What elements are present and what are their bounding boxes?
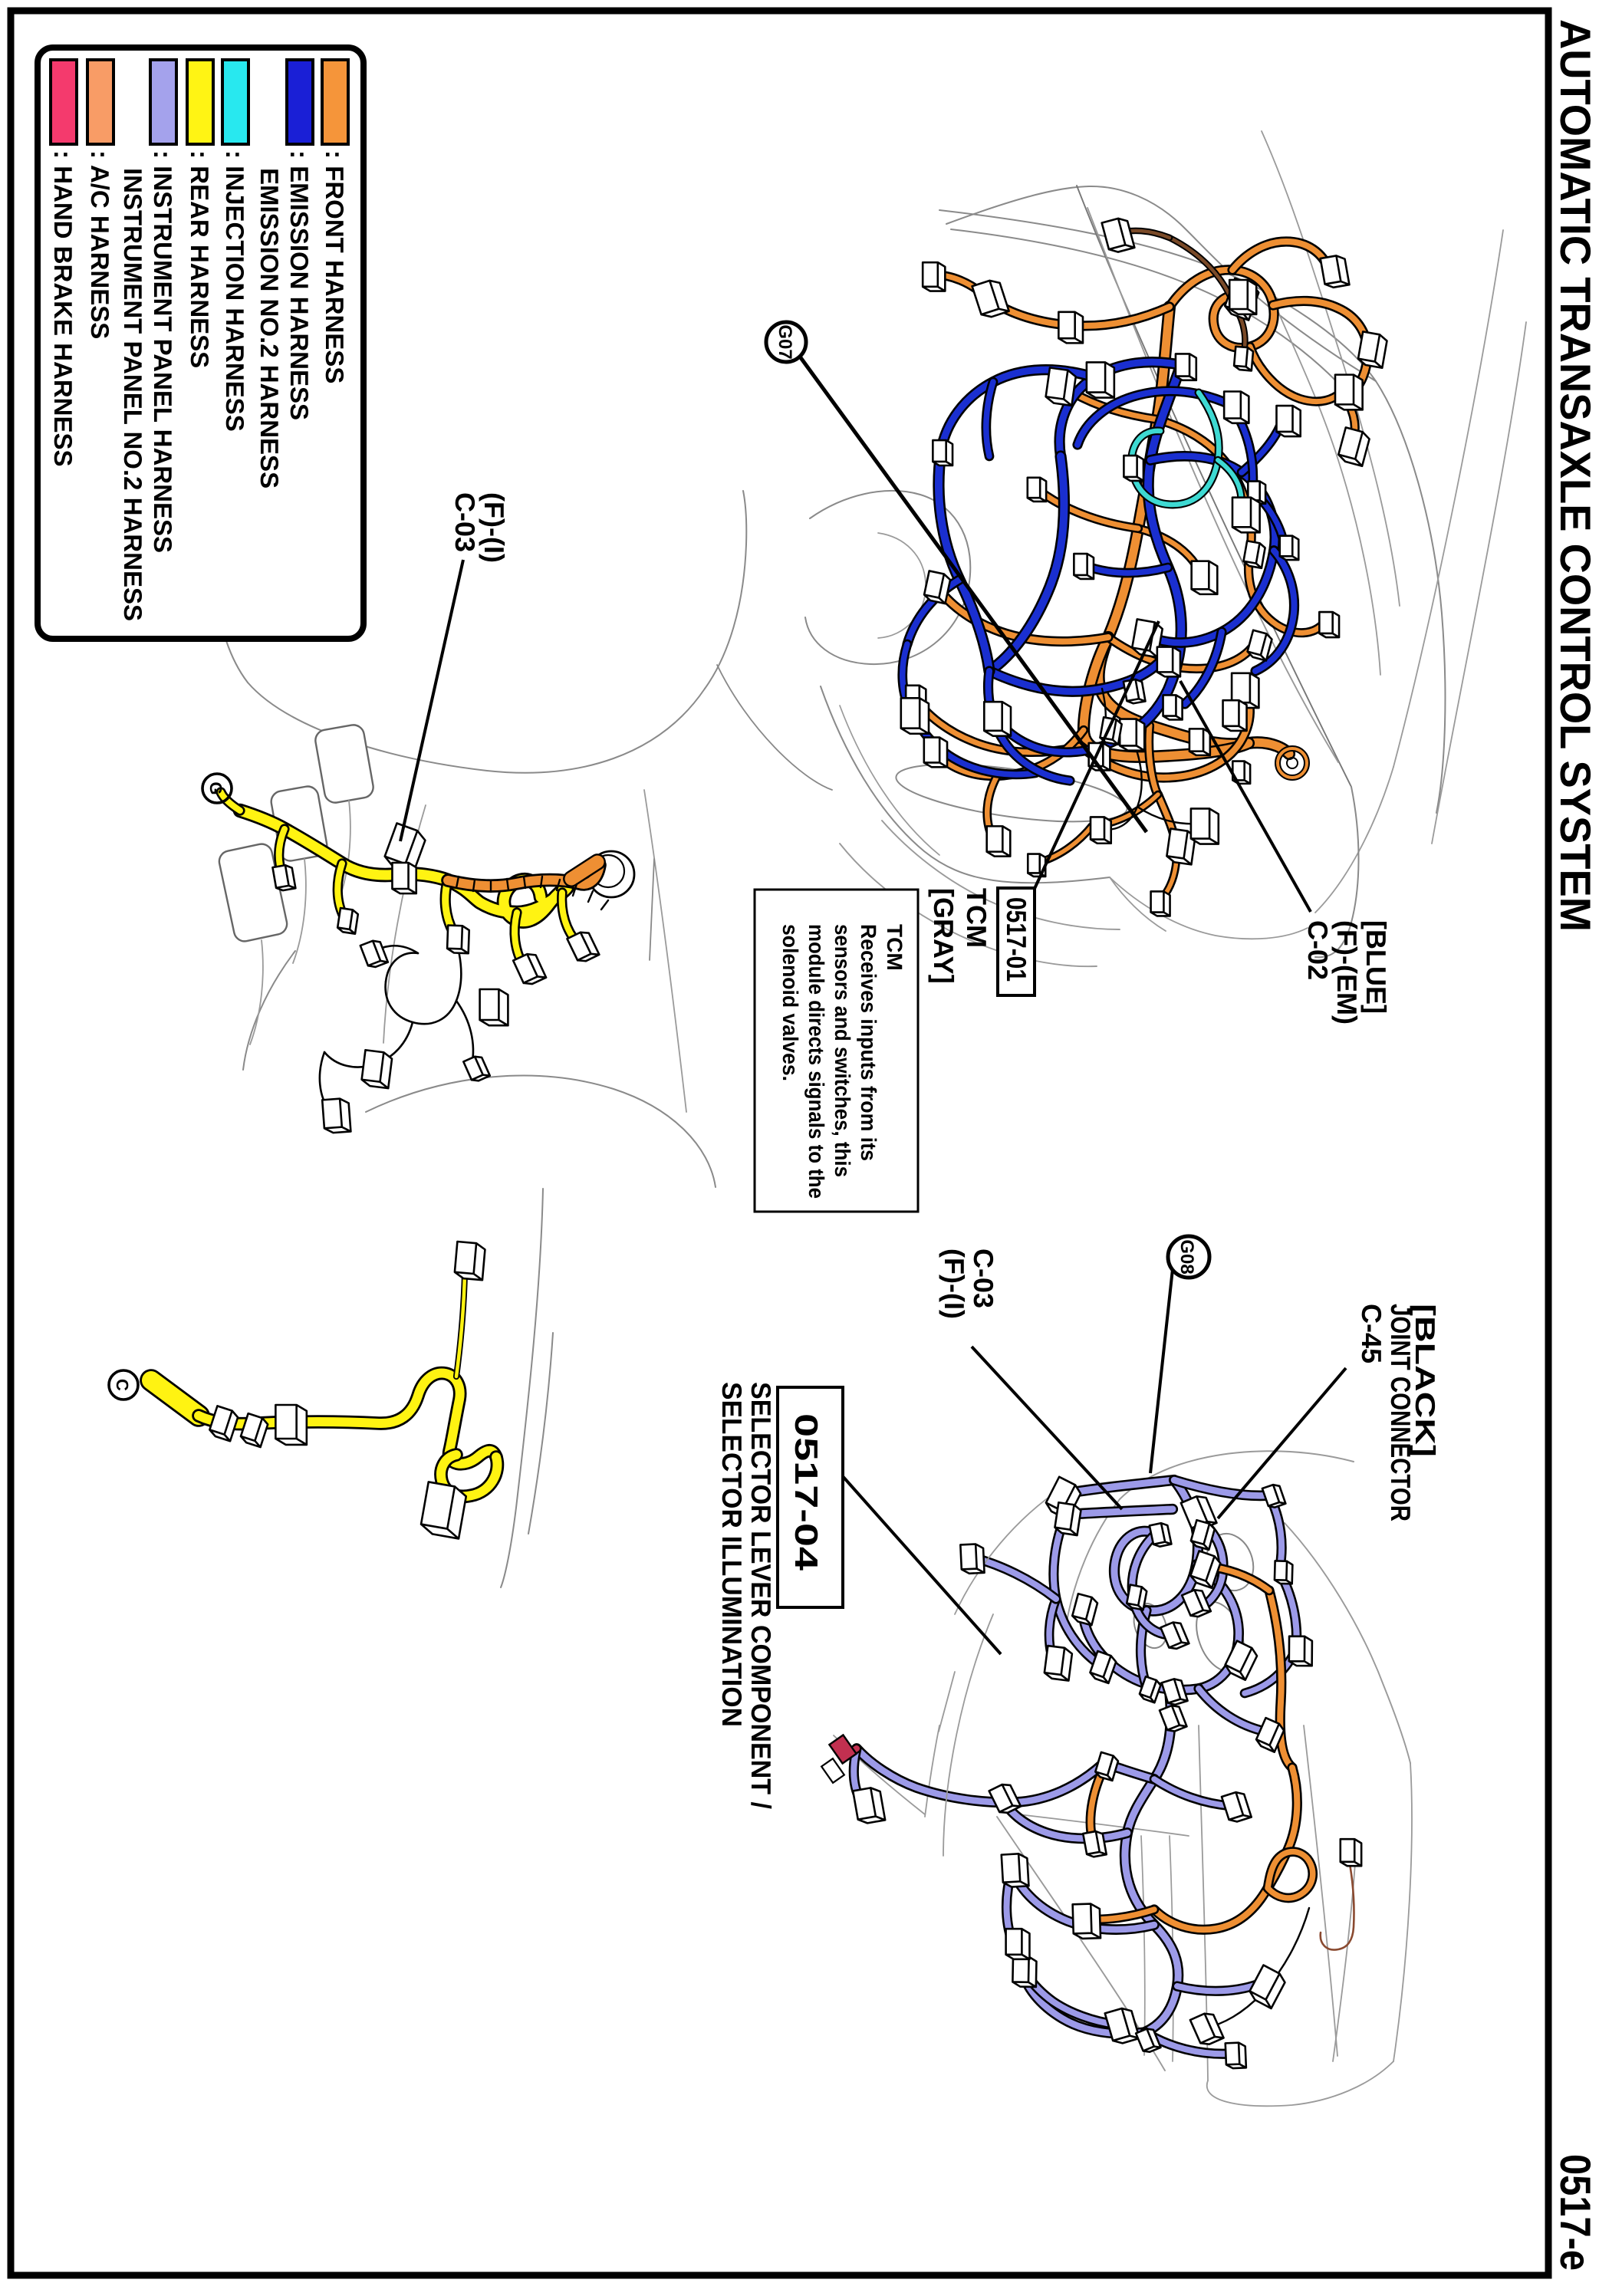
svg-text:G: G bbox=[206, 781, 225, 794]
svg-text:solenoid valves.: solenoid valves. bbox=[778, 924, 802, 1081]
svg-text:[BLUE]: [BLUE] bbox=[1360, 920, 1392, 1014]
svg-text:0517-01: 0517-01 bbox=[1001, 897, 1032, 982]
svg-text:SELECTOR LEVER COMPONENT /: SELECTOR LEVER COMPONENT / bbox=[745, 1382, 777, 1809]
svg-text:: A/C HARNESS: : A/C HARNESS bbox=[86, 150, 114, 339]
svg-text:: INSTRUMENT PANEL HARNESS: : INSTRUMENT PANEL HARNESS bbox=[149, 150, 177, 553]
svg-text:sensors and switches, this: sensors and switches, this bbox=[831, 924, 854, 1177]
svg-text:TCM: TCM bbox=[961, 888, 992, 948]
svg-text:C-03: C-03 bbox=[968, 1248, 999, 1308]
svg-text:0517-e: 0517-e bbox=[1551, 2154, 1599, 2271]
svg-text:C-03: C-03 bbox=[449, 492, 481, 552]
svg-text:AUTOMATIC TRANSAXLE CONTROL SY: AUTOMATIC TRANSAXLE CONTROL SYSTEM bbox=[1551, 19, 1599, 932]
svg-text:INSTRUMENT PANEL NO.2 HARNESS: INSTRUMENT PANEL NO.2 HARNESS bbox=[119, 168, 147, 621]
svg-text:G08: G08 bbox=[1176, 1239, 1197, 1274]
svg-text:: INJECTION HARNESS: : INJECTION HARNESS bbox=[221, 150, 249, 432]
svg-text:[BLACK]: [BLACK] bbox=[1410, 1304, 1441, 1457]
svg-text:TCM: TCM bbox=[883, 924, 906, 971]
svg-text:C-45: C-45 bbox=[1356, 1304, 1387, 1363]
svg-text:: EMISSION HARNESS: : EMISSION HARNESS bbox=[285, 150, 314, 420]
svg-text:module directs signals to the: module directs signals to the bbox=[804, 924, 828, 1199]
svg-text:G07: G07 bbox=[775, 324, 795, 359]
svg-text:(F)-(I): (F)-(I) bbox=[479, 492, 510, 563]
svg-text:0517-04: 0517-04 bbox=[788, 1413, 824, 1571]
svg-text:C-02: C-02 bbox=[1302, 920, 1334, 980]
svg-text:Receives inputs from its: Receives inputs from its bbox=[857, 924, 880, 1161]
svg-text:C: C bbox=[113, 1379, 132, 1391]
svg-text:(F)-(I): (F)-(I) bbox=[939, 1248, 970, 1319]
svg-text:SELECTOR ILLUMINATION: SELECTOR ILLUMINATION bbox=[716, 1382, 748, 1727]
svg-text:: HAND BRAKE HARNESS: : HAND BRAKE HARNESS bbox=[49, 150, 77, 467]
svg-text:[GRAY]: [GRAY] bbox=[928, 888, 959, 984]
svg-text:: FRONT HARNESS: : FRONT HARNESS bbox=[321, 150, 349, 383]
svg-text:(F)-(EM): (F)-(EM) bbox=[1331, 920, 1363, 1025]
svg-text:JOINT CONNECTOR: JOINT CONNECTOR bbox=[1385, 1304, 1416, 1521]
svg-text:EMISSION NO.2 HARNESS: EMISSION NO.2 HARNESS bbox=[255, 168, 284, 488]
svg-text:: REAR HARNESS: : REAR HARNESS bbox=[186, 150, 214, 368]
